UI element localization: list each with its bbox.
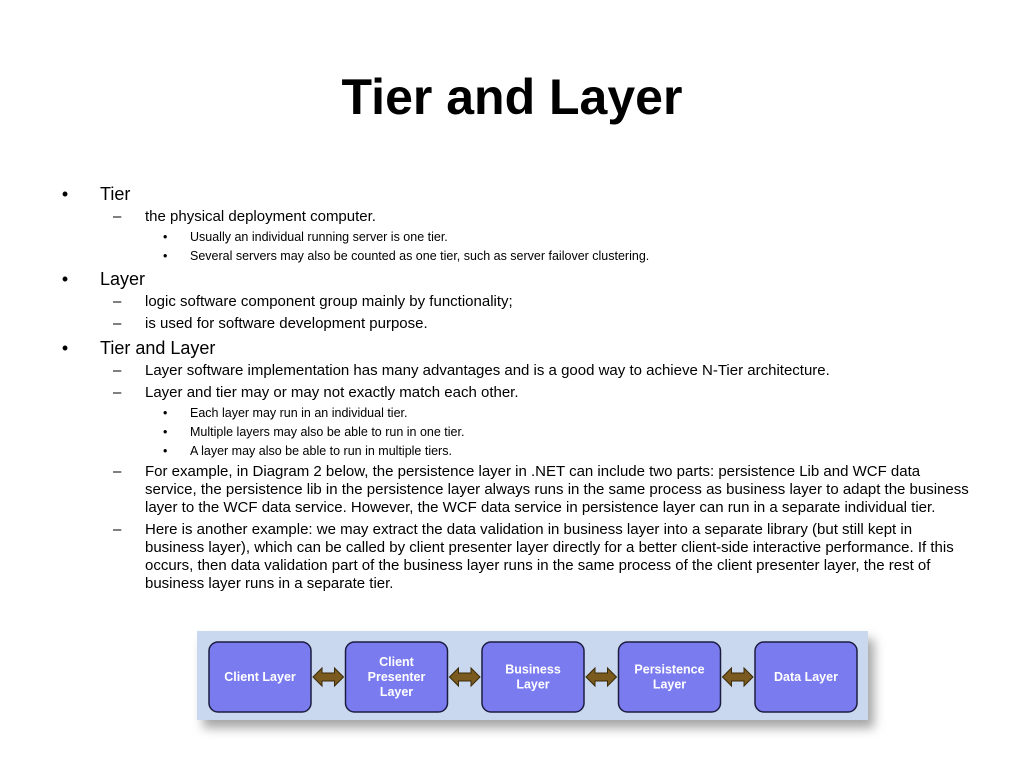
bullet-layer: • Layer (60, 268, 970, 290)
dash-marker: – (113, 463, 122, 480)
bullet-marker: • (61, 184, 69, 204)
sub-sub-bullet-text: Several servers may also be counted as o… (190, 249, 650, 263)
layer-box-shape (481, 641, 585, 713)
double-arrow-icon (721, 666, 754, 688)
layer-box: Client Layer (208, 641, 312, 713)
sub-sub-bullet-text: Each layer may run in an individual tier… (190, 406, 408, 420)
sub-bullet-text: Here is another example: we may extract … (145, 521, 954, 592)
layer-box-shape (617, 641, 722, 713)
bullet-marker: • (61, 269, 69, 289)
dash-marker: – (113, 362, 122, 379)
bullet-marker: • (61, 338, 69, 358)
bullet-tier: • Tier (60, 183, 970, 205)
sub-bullet: – For example, in Diagram 2 below, the p… (60, 463, 970, 517)
bullet-marker: • (163, 406, 168, 420)
sub-bullet: – logic software component group mainly … (60, 293, 970, 311)
double-arrow-icon (448, 666, 481, 688)
layer-box-shape (208, 641, 312, 713)
dash-marker: – (113, 315, 122, 332)
layer-box-shape (754, 641, 858, 713)
double-arrow-icon (585, 666, 618, 688)
bullet-marker: • (163, 249, 168, 263)
sub-sub-bullet-text: Usually an individual running server is … (190, 230, 448, 244)
sub-sub-bullet: • Each layer may run in an individual ti… (60, 406, 970, 421)
sub-sub-bullet: • Several servers may also be counted as… (60, 249, 970, 264)
dash-marker: – (113, 384, 122, 401)
sub-sub-bullet-text: A layer may also be able to run in multi… (190, 444, 452, 458)
bullet-text: Tier (100, 184, 131, 204)
sub-bullet: – the physical deployment computer. (60, 208, 970, 226)
sub-bullet: – Here is another example: we may extrac… (60, 521, 970, 593)
sub-bullet-text: logic software component group mainly by… (145, 293, 513, 310)
sub-sub-bullet: • Multiple layers may also be able to ru… (60, 425, 970, 440)
sub-bullet-text: is used for software development purpose… (145, 315, 428, 332)
sub-bullet-text: Layer and tier may or may not exactly ma… (145, 384, 519, 401)
sub-sub-bullet-text: Multiple layers may also be able to run … (190, 425, 465, 439)
sub-sub-bullet: • A layer may also be able to run in mul… (60, 444, 970, 459)
dash-marker: – (113, 293, 122, 310)
dash-marker: – (113, 521, 122, 538)
sub-bullet: – Layer software implementation has many… (60, 362, 970, 380)
layer-box-label: Client Layer (224, 670, 296, 684)
bullet-marker: • (163, 230, 168, 244)
sub-bullet: – is used for software development purpo… (60, 315, 970, 333)
bullet-marker: • (163, 444, 168, 458)
bullet-text: Tier and Layer (100, 338, 216, 358)
slide-body: • Tier – the physical deployment compute… (60, 183, 970, 597)
sub-bullet-text: For example, in Diagram 2 below, the per… (145, 463, 969, 516)
dash-marker: – (113, 208, 122, 225)
layer-box-shape (344, 641, 449, 713)
layer-box: Data Layer (754, 641, 858, 713)
sub-sub-bullet: • Usually an individual running server i… (60, 230, 970, 245)
double-arrow-icon (312, 666, 345, 688)
bullet-text: Layer (100, 269, 146, 289)
bullet-marker: • (163, 425, 168, 439)
slide-title: Tier and Layer (341, 69, 683, 125)
sub-bullet: – Layer and tier may or may not exactly … (60, 384, 970, 402)
sub-bullet-text: Layer software implementation has many a… (145, 362, 830, 379)
layer-box-label: Data Layer (774, 670, 838, 684)
bullet-tier-and-layer: • Tier and Layer (60, 337, 970, 359)
sub-bullet-text: the physical deployment computer. (145, 208, 376, 225)
